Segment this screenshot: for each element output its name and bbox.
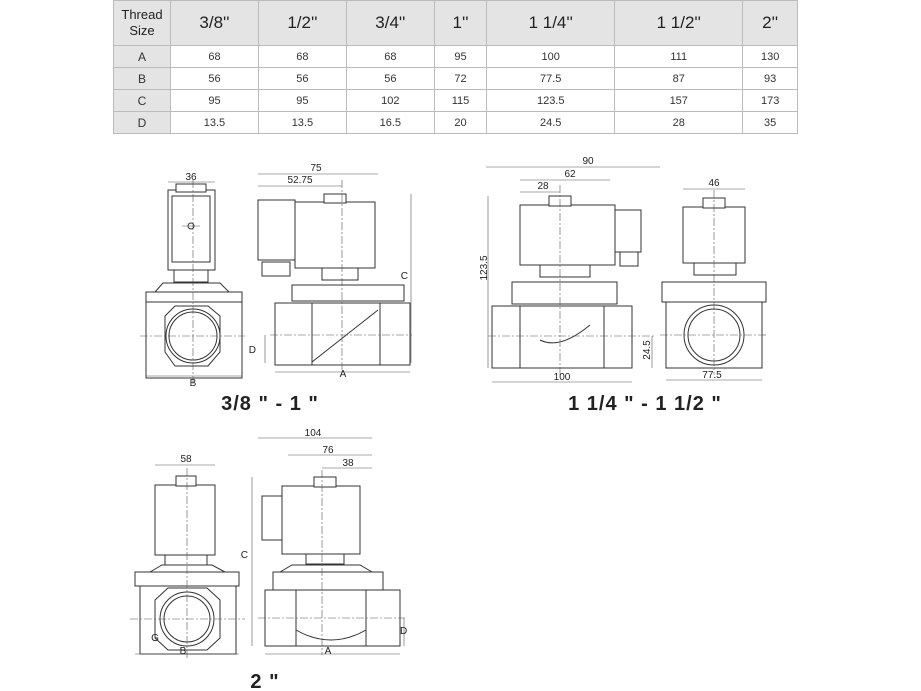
dim-77-5: 77.5 [702, 370, 722, 381]
label-d: D [249, 345, 256, 356]
dim-104: 104 [305, 428, 322, 439]
table-cell: 28 [614, 111, 744, 134]
size-header: 3/8'' [170, 0, 259, 46]
dim-28: 28 [537, 181, 549, 192]
small-valve-front-view [140, 180, 245, 385]
medium-valve-title: 1 1/4 " - 1 1/2 " [568, 393, 722, 415]
corner-label: Thread [121, 7, 163, 22]
row-label: D [113, 111, 171, 134]
size-header: 1/2'' [257, 0, 347, 46]
table-cell: 24.5 [486, 111, 616, 134]
table-cell: 173 [742, 89, 798, 112]
dim-123-5: 123.5 [479, 255, 490, 280]
size-header: 1 1/2'' [614, 0, 744, 46]
table-cell: 20 [433, 111, 488, 134]
label-b: B [190, 378, 197, 389]
small-valve-title: 3/8 " - 1 " [221, 393, 319, 415]
dim-46: 46 [708, 178, 720, 189]
size-header: 3/4'' [345, 0, 435, 46]
dim-38: 38 [342, 458, 354, 469]
label-g: G [151, 633, 159, 644]
small-valve-side-view [146, 173, 412, 377]
medium-valve-front-view [660, 188, 768, 381]
dim-75: 75 [310, 163, 322, 174]
dim-58: 58 [180, 454, 192, 465]
size-header: 1'' [433, 0, 488, 46]
label-c: C [241, 550, 248, 561]
label-a: A [340, 369, 347, 380]
large-valve-title: 2 " [250, 671, 279, 691]
table-cell: 16.5 [345, 111, 435, 134]
dim-62: 62 [564, 169, 576, 180]
corner-label: Size [129, 23, 155, 38]
label-d: D [400, 626, 407, 637]
size-header: 2'' [742, 0, 798, 46]
label-a: A [325, 646, 332, 657]
dim-76: 76 [322, 445, 334, 456]
label-c: C [401, 271, 408, 282]
dim-24-5: 24.5 [642, 340, 653, 360]
large-valve-front-view [130, 464, 245, 660]
medium-valve-side-view [486, 166, 660, 383]
table-cell: 35 [742, 111, 798, 134]
dim-52-75: 52.75 [287, 175, 312, 186]
row-label: B [113, 67, 171, 90]
row-label: A [113, 45, 171, 68]
dim-36: 36 [185, 172, 197, 183]
table-cell: 13.5 [257, 111, 347, 134]
dim-100: 100 [554, 372, 571, 383]
dim-90: 90 [582, 156, 594, 167]
table-cell: 13.5 [170, 111, 259, 134]
large-valve-side-view [251, 437, 405, 655]
table-cell: 72 [433, 67, 488, 90]
label-b: B [180, 646, 187, 657]
